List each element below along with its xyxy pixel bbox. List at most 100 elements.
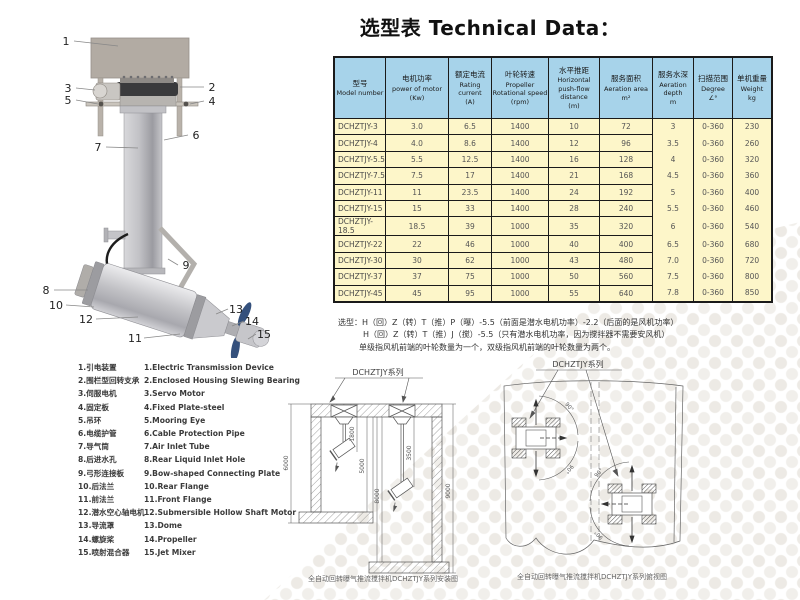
- spec-cell: 50: [548, 268, 600, 286]
- part-label-cn: 12.潜水空心轴电机: [78, 508, 145, 518]
- dimension-lines: [288, 403, 456, 574]
- tube-collar: [119, 105, 167, 114]
- part-row: 9.弓形连接板 9.Bow-shaped Connecting Plate: [40, 467, 310, 480]
- part-row: 5.吊环 5.Mooring Eye: [40, 414, 310, 427]
- bow-plate-drawing: [158, 226, 198, 294]
- spec-cell: 0-360: [693, 167, 733, 185]
- spec-cell: 11: [385, 183, 449, 201]
- spec-cell: 8.6: [448, 134, 492, 152]
- page-title-en: Technical Data：: [428, 16, 621, 40]
- spec-cell: 7.5: [652, 268, 694, 286]
- spec-cell: 21: [548, 167, 600, 185]
- spec-cell: 0-360: [693, 200, 733, 217]
- spec-cell: 540: [732, 216, 773, 236]
- part-label-cn: 9.弓形连接板: [78, 468, 125, 478]
- callout-6: 6: [193, 129, 200, 142]
- series-label-right: DCHZTJY系列: [552, 359, 603, 369]
- callout-5: 5: [65, 94, 72, 107]
- spec-cell: 72: [599, 117, 653, 136]
- part-label-en: 7.Air Inlet Tube: [144, 442, 210, 452]
- part-label-en: 4.Fixed Plate-steel: [144, 402, 225, 412]
- part-label-cn: 7.导气筒: [78, 442, 109, 452]
- part-row: 4.固定板 4.Fixed Plate-steel: [40, 401, 310, 414]
- part-label-cn: 4.固定板: [78, 402, 109, 412]
- spec-cell: 6.5: [652, 235, 694, 253]
- spec-cell: 240: [599, 199, 653, 218]
- bolt-left: [98, 101, 104, 107]
- dimension-labels: 6000 1800 5000 8000 3500 9000: [283, 426, 452, 503]
- spec-cell: 16: [548, 150, 600, 169]
- spec-cell: DCHZTJY-7.5: [333, 167, 386, 185]
- callout-9: 9: [183, 259, 190, 272]
- part-label-en: 9.Bow-shaped Connecting Plate: [144, 468, 281, 478]
- spec-cell: 640: [599, 284, 653, 303]
- series-leader-lines: [329, 377, 410, 403]
- spec-cell: 18.5: [385, 216, 449, 237]
- spec-cell: DCHZTJY-37: [333, 268, 386, 286]
- selection-notes: 选型：H（回）Z（转）T（推）P（曝）-5.5（前面是潜水电机功率）-2.2（后…: [338, 317, 788, 354]
- spec-cell: 1000: [491, 268, 549, 286]
- spec-cell: 720: [732, 252, 773, 269]
- part-label-en: 5.Mooring Eye: [144, 415, 206, 425]
- series-leader-lines-right: [529, 369, 619, 477]
- part-label-en: 1.Electric Transmission Device: [144, 363, 274, 373]
- callout-labels: 1 2 3 4 5 6 7 8 9 10 11 12 13 14 15: [43, 35, 272, 345]
- spec-cell: 1400: [491, 183, 549, 201]
- part-label-cn: 8.后进水孔: [78, 455, 117, 465]
- selection-note-line3: 单级指风机前端的叶轮数量为一个，双级指风机前端的叶轮数量为两个。: [359, 342, 615, 352]
- part-label-cn: 10.后法兰: [78, 481, 115, 491]
- spec-cell: 0-360: [693, 184, 733, 201]
- spec-cell: 480: [599, 251, 653, 270]
- spec-cell: 6: [652, 216, 694, 236]
- spec-cell: 45: [385, 284, 449, 303]
- part-label-en: 11.Front Flange: [144, 494, 212, 504]
- callout-14: 14: [245, 315, 259, 328]
- spec-cell: 1400: [491, 167, 549, 185]
- caption-install-diagram: 全自动回转曝气推流搅拌机DCHZTJY系列安装图: [308, 575, 458, 583]
- callout-8: 8: [43, 284, 50, 297]
- spec-cell: 0-360: [693, 151, 733, 168]
- spec-cell: 46: [448, 235, 492, 253]
- spec-cell: 43: [548, 251, 600, 270]
- angle-a1: 90°: [563, 402, 574, 413]
- spec-cell: 10: [548, 117, 600, 136]
- selection-note-line2: H（回）Z（转）T（推）J（搅）-5.5（只有潜水电机功率，因为搅拌器不需要安风…: [363, 330, 670, 340]
- spec-cell: 5.5: [652, 200, 694, 217]
- part-label-en: 12.Submersible Hollow Shaft Motor: [144, 508, 297, 518]
- spec-cell: 0-360: [693, 252, 733, 269]
- part-label-cn: 6.电缆护管: [78, 429, 117, 439]
- spec-cell: 400: [732, 184, 773, 201]
- page-title: 选型表 Technical Data：: [340, 12, 640, 41]
- installation-side-view-diagram: DCHZTJY系列: [283, 367, 456, 574]
- spec-cell: DCHZTJY-3: [333, 117, 386, 136]
- part-label-cn: 14.螺旋桨: [78, 534, 115, 544]
- spec-cell: DCHZTJY-22: [333, 235, 386, 253]
- part-row: 7.导气筒 7.Air Inlet Tube: [40, 440, 310, 453]
- spec-cell: 28: [548, 199, 600, 218]
- part-label-cn: 2.围栏型回转支承: [78, 376, 140, 386]
- part-label-cn: 5.吊环: [78, 415, 102, 425]
- spec-cell: 260: [732, 134, 773, 152]
- part-label-cn: 3.伺服电机: [78, 389, 117, 399]
- spec-cell: 96: [599, 134, 653, 152]
